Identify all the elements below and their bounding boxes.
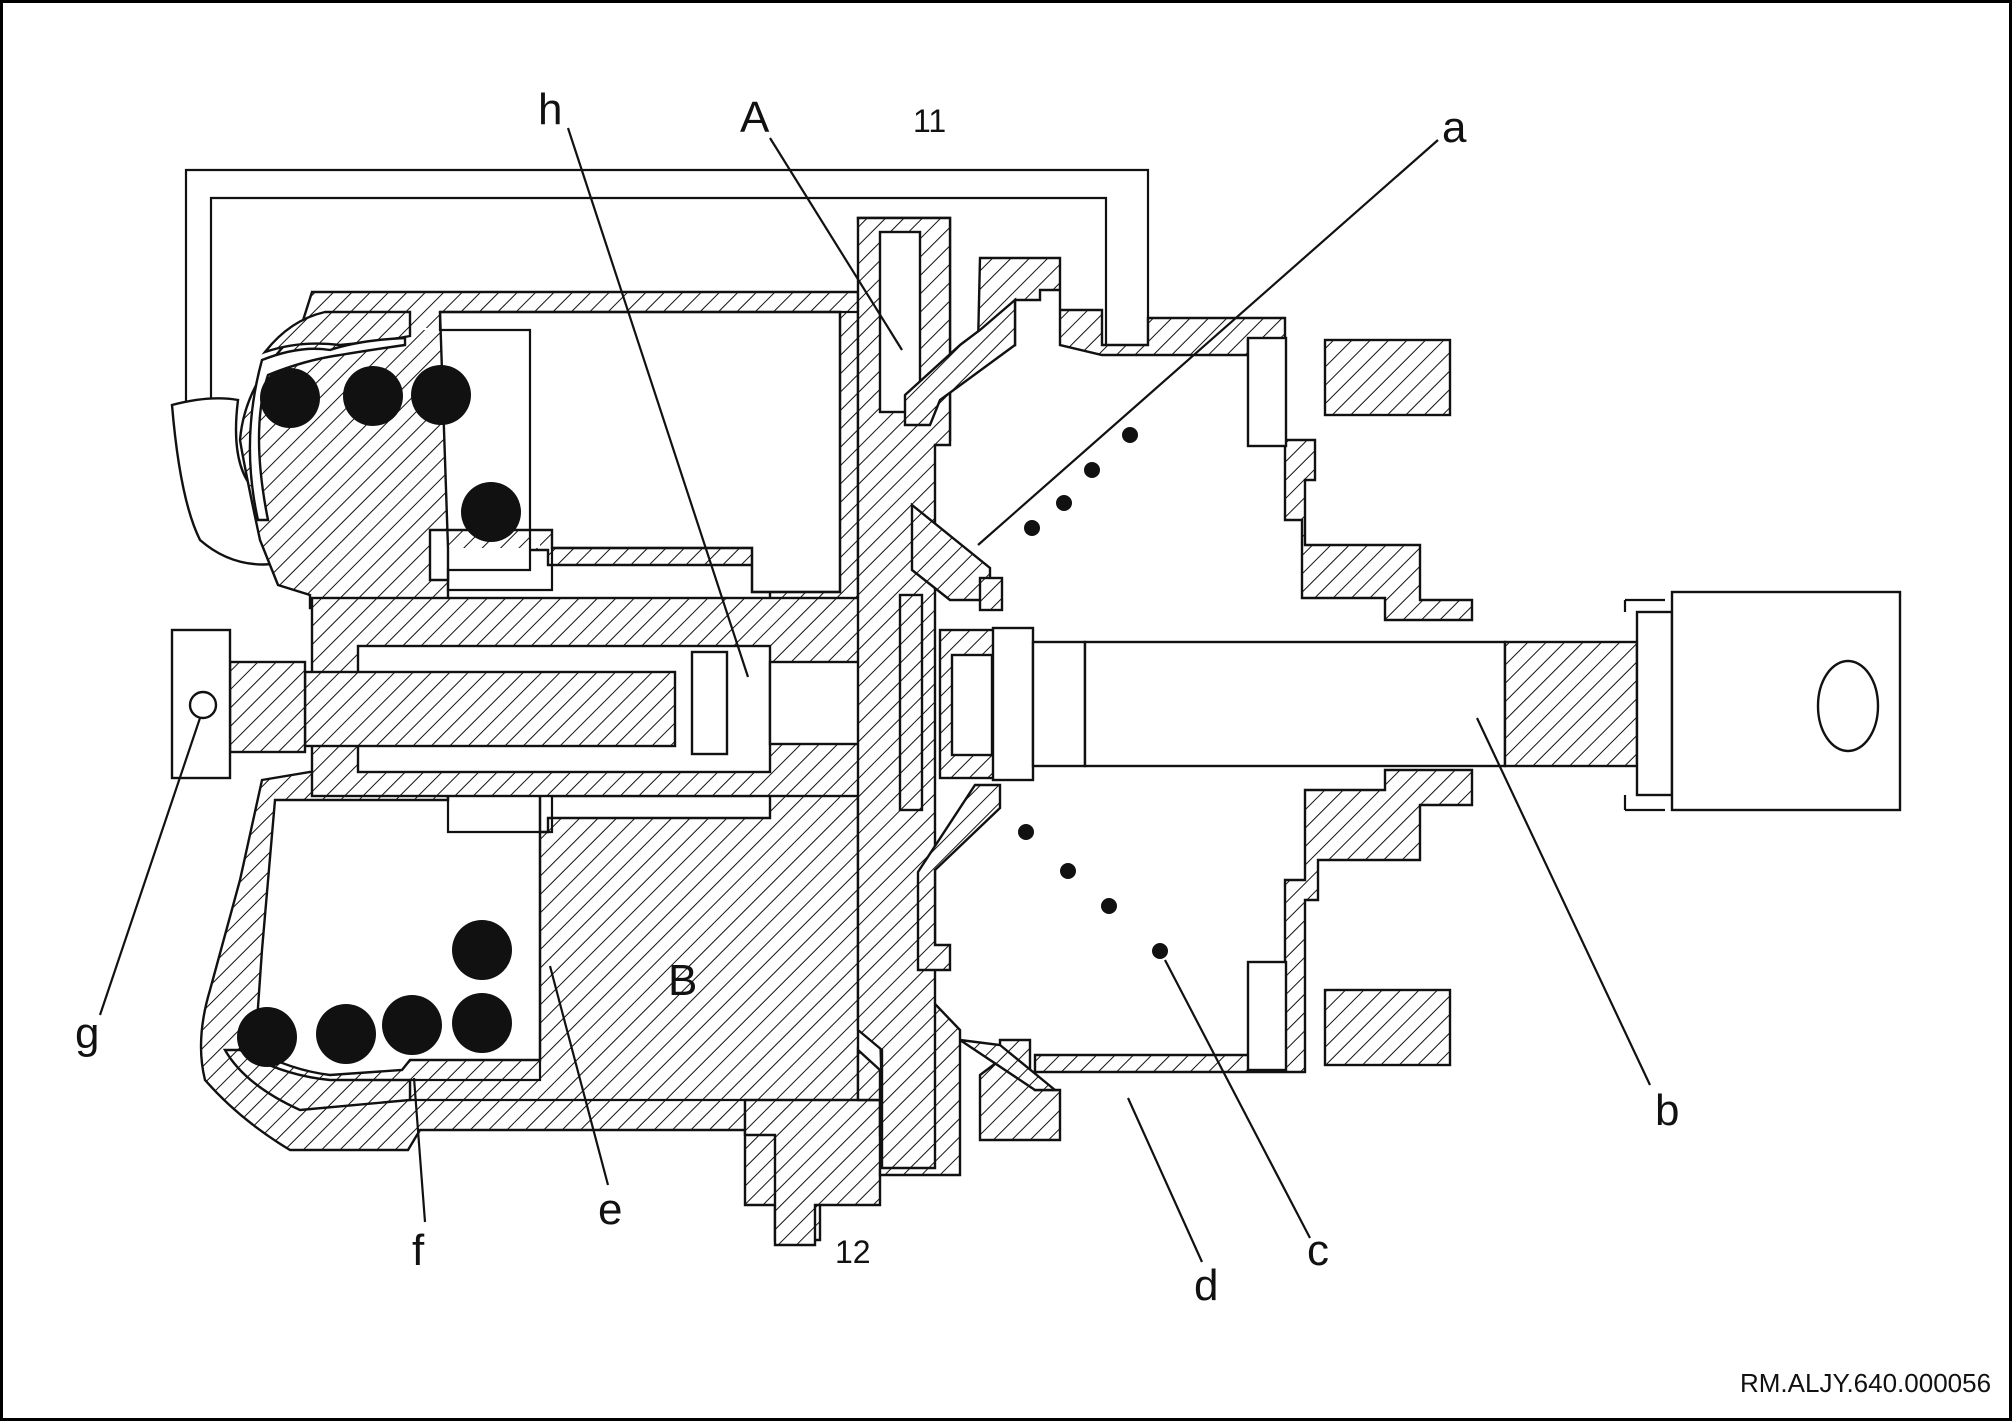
leader-lines bbox=[98, 127, 1651, 1263]
callout-label-d: d bbox=[1194, 1261, 1218, 1310]
central-shaft bbox=[170, 596, 870, 798]
right-housing bbox=[903, 256, 1474, 1142]
callout-label-a: a bbox=[1442, 103, 1467, 152]
port-label-12: 12 bbox=[835, 1234, 871, 1270]
coil-windings bbox=[237, 365, 521, 1067]
port-label-11: 11 bbox=[913, 103, 946, 139]
callout-label-f: f bbox=[412, 1226, 425, 1275]
push-rod bbox=[1031, 590, 1902, 812]
chamber-label-B: B bbox=[668, 956, 697, 1005]
spring-dots bbox=[1018, 427, 1168, 959]
callout-label-b: b bbox=[1655, 1086, 1679, 1135]
callout-label-c: c bbox=[1307, 1226, 1329, 1275]
callout-label-h: h bbox=[538, 85, 562, 134]
left-housing bbox=[199, 290, 922, 1247]
callout-label-e: e bbox=[598, 1185, 622, 1234]
callout-label-g: g bbox=[75, 1009, 99, 1058]
reference-code: RM.ALJY.640.000056 bbox=[1740, 1368, 1991, 1398]
chamber-label-A: A bbox=[740, 93, 770, 142]
